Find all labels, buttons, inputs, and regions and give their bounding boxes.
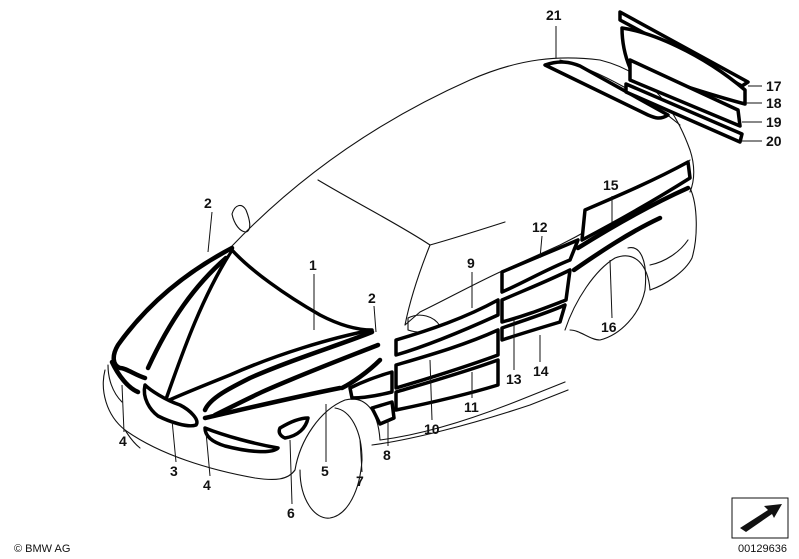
callout-4-left: 4 (119, 433, 127, 449)
part-10-middle-door-strip[interactable] (394, 328, 500, 390)
stripe-parts (109, 60, 692, 454)
leader-lines (121, 26, 762, 505)
part-2-left-hood-inner[interactable] (145, 255, 229, 371)
callout-16: 16 (601, 319, 617, 335)
callout-19: 19 (766, 114, 782, 130)
callout-20: 20 (766, 133, 782, 149)
part-13-rear-door-middle[interactable] (500, 268, 572, 324)
part-2-right-hood-edge[interactable] (202, 329, 375, 413)
direction-arrow-icon (731, 497, 789, 539)
callout-5: 5 (321, 463, 329, 479)
part-1-hood-stripe[interactable] (163, 248, 374, 404)
callout-4-right: 4 (203, 477, 211, 493)
callout-labels: 1 2 2 3 4 4 5 6 7 8 9 10 11 12 13 14 15 … (119, 7, 782, 521)
callout-8: 8 (383, 447, 391, 463)
callout-2-right: 2 (368, 290, 376, 306)
callout-7: 7 (356, 473, 364, 489)
part-21-roof-strip[interactable] (543, 60, 670, 120)
part-3-kidney-grille[interactable] (142, 383, 199, 428)
part-6-front-corner[interactable] (277, 416, 310, 440)
callout-6: 6 (287, 505, 295, 521)
part-16-rear-quarter-lower-b[interactable] (571, 215, 663, 273)
part-18-strip[interactable] (620, 26, 747, 106)
part-7-fender-panel[interactable] (348, 370, 394, 400)
callout-12: 12 (532, 219, 548, 235)
callout-21: 21 (546, 7, 562, 23)
part-20-strip[interactable] (624, 82, 744, 144)
callout-9: 9 (467, 255, 475, 271)
callout-13: 13 (506, 371, 522, 387)
part-5-fender-strip[interactable] (202, 385, 343, 421)
callout-11: 11 (464, 399, 479, 415)
part-2-right-hood-inner[interactable] (212, 342, 381, 418)
callout-10: 10 (424, 421, 440, 437)
callout-18: 18 (766, 95, 782, 111)
part-4-left-headlight-strip[interactable] (109, 359, 141, 395)
callout-3: 3 (170, 463, 178, 479)
part-19-strip[interactable] (628, 58, 742, 128)
footer: © BMW AG 00129636 (14, 497, 789, 555)
part-9-upper-door-strip[interactable] (394, 298, 500, 357)
callout-17: 17 (766, 78, 782, 94)
car-outline (102, 57, 697, 519)
copyright-text: © BMW AG (14, 543, 70, 555)
part-12-rear-door-upper[interactable] (500, 238, 580, 294)
callout-14: 14 (533, 363, 549, 379)
part-15-rear-quarter-upper[interactable] (580, 160, 692, 242)
callout-1: 1 (309, 257, 317, 273)
part-4-right-front-strip[interactable] (203, 426, 280, 454)
part-5-fender-strip-b[interactable] (339, 357, 383, 391)
part-16-rear-quarter-lower[interactable] (575, 185, 691, 251)
callout-2-left: 2 (204, 195, 212, 211)
part-14-rear-door-lower[interactable] (500, 303, 567, 342)
rear-strip-detail (618, 10, 750, 144)
part-8-lower-fender[interactable] (370, 400, 396, 426)
callout-15: 15 (603, 177, 619, 193)
diagram-id: 00129636 (738, 543, 787, 555)
